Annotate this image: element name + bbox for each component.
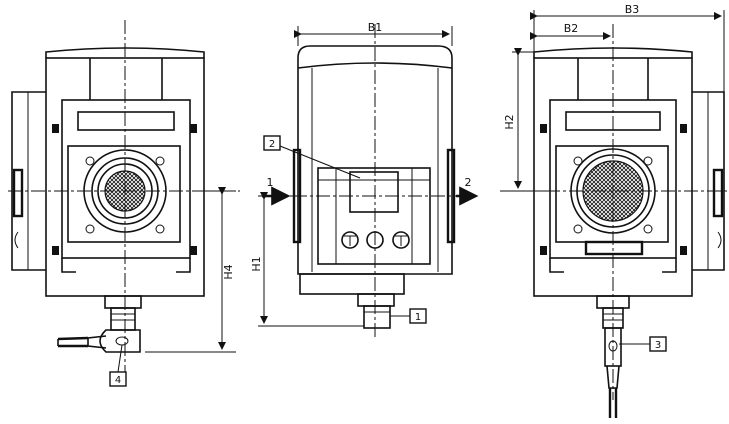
front-body-outline: [297, 45, 453, 275]
right-side-view: B3 B2 H2 3: [500, 3, 729, 418]
callout-box-1: [409, 308, 427, 324]
callout-label-2: 2: [269, 139, 275, 150]
callout-box-4: [109, 371, 127, 387]
front-bottom-fitting: [363, 305, 391, 329]
outlet-flow-label: 2: [465, 176, 472, 189]
left-cable-plug: [99, 329, 141, 353]
right-port-bar: [712, 168, 724, 218]
left-side-view: H4 4: [8, 20, 240, 387]
front-display-window: [349, 171, 399, 213]
dimension-h2-label: H2: [503, 114, 516, 129]
callout-box-3: [649, 336, 667, 352]
left-port-bar: [12, 168, 24, 218]
front-base-plate: [299, 273, 405, 295]
front-knob-right: [392, 231, 410, 249]
left-inner-frame: [61, 99, 191, 259]
callout-label-1: 1: [415, 312, 421, 323]
callout-label-3: 3: [655, 340, 661, 351]
front-view: B1 H1 1 2 2 1: [250, 21, 479, 340]
callout-label-4: 4: [115, 375, 121, 386]
dimension-b1-label: B1: [368, 21, 383, 34]
inlet-flow-label: 1: [267, 176, 274, 189]
right-cable: [608, 388, 618, 418]
dimension-h4-label: H4: [222, 264, 235, 279]
callout-box-2: [263, 135, 281, 151]
front-control-panel: [317, 167, 431, 265]
right-lower-block: [584, 240, 644, 256]
left-side-bulge: [11, 91, 46, 271]
dimension-b2-label: B2: [564, 22, 579, 35]
left-flange-plate: [67, 145, 181, 243]
dimension-b3-label: B3: [625, 3, 640, 16]
dimension-h1-label: H1: [250, 256, 263, 271]
front-knob-left: [341, 231, 359, 249]
left-bottom-fitting: [110, 307, 136, 331]
